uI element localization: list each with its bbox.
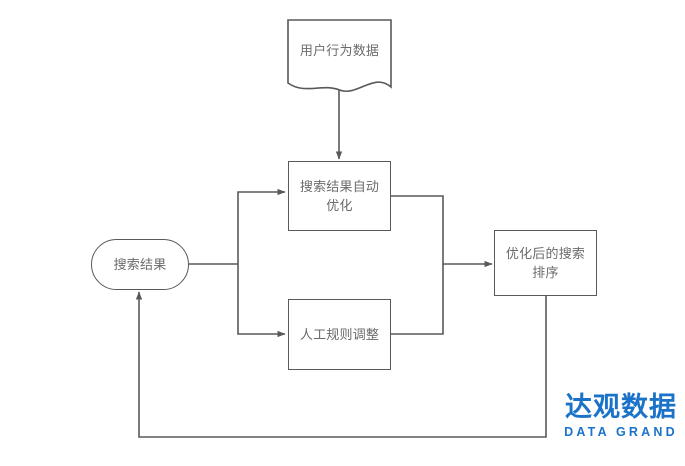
- node-label: 搜索结果自动 优化: [299, 179, 380, 213]
- node-label: 用户行为数据: [299, 43, 380, 58]
- node-optimized-ranking[interactable]: 优化后的搜索 排序: [494, 230, 597, 296]
- node-label: 优化后的搜索 排序: [505, 246, 586, 280]
- brand-logo: 达观数据 DATA GRAND: [561, 392, 681, 441]
- node-auto-optimize[interactable]: 搜索结果自动 优化: [288, 161, 391, 231]
- node-label: 搜索结果: [113, 257, 167, 272]
- edge-search-results-to-manual-rule: [237, 264, 286, 338]
- brand-logo-english: DATA GRAND: [564, 425, 678, 439]
- edge-auto-optimize-to-optimized: [390, 195, 493, 268]
- edge-optimized-to-search-results-feedback: [135, 291, 547, 438]
- edge-manual-rule-to-optimized: [390, 264, 444, 335]
- edge-search-results-to-auto-optimize: [237, 188, 286, 264]
- brand-logo-chinese: 达观数据: [565, 392, 677, 422]
- document-shape-icon: [287, 19, 392, 93]
- node-user-behavior-data[interactable]: 用户行为数据: [287, 19, 392, 97]
- node-label: 人工规则调整: [299, 327, 380, 342]
- node-manual-rule-adjust[interactable]: 人工规则调整: [288, 299, 391, 370]
- node-search-results[interactable]: 搜索结果: [91, 239, 189, 290]
